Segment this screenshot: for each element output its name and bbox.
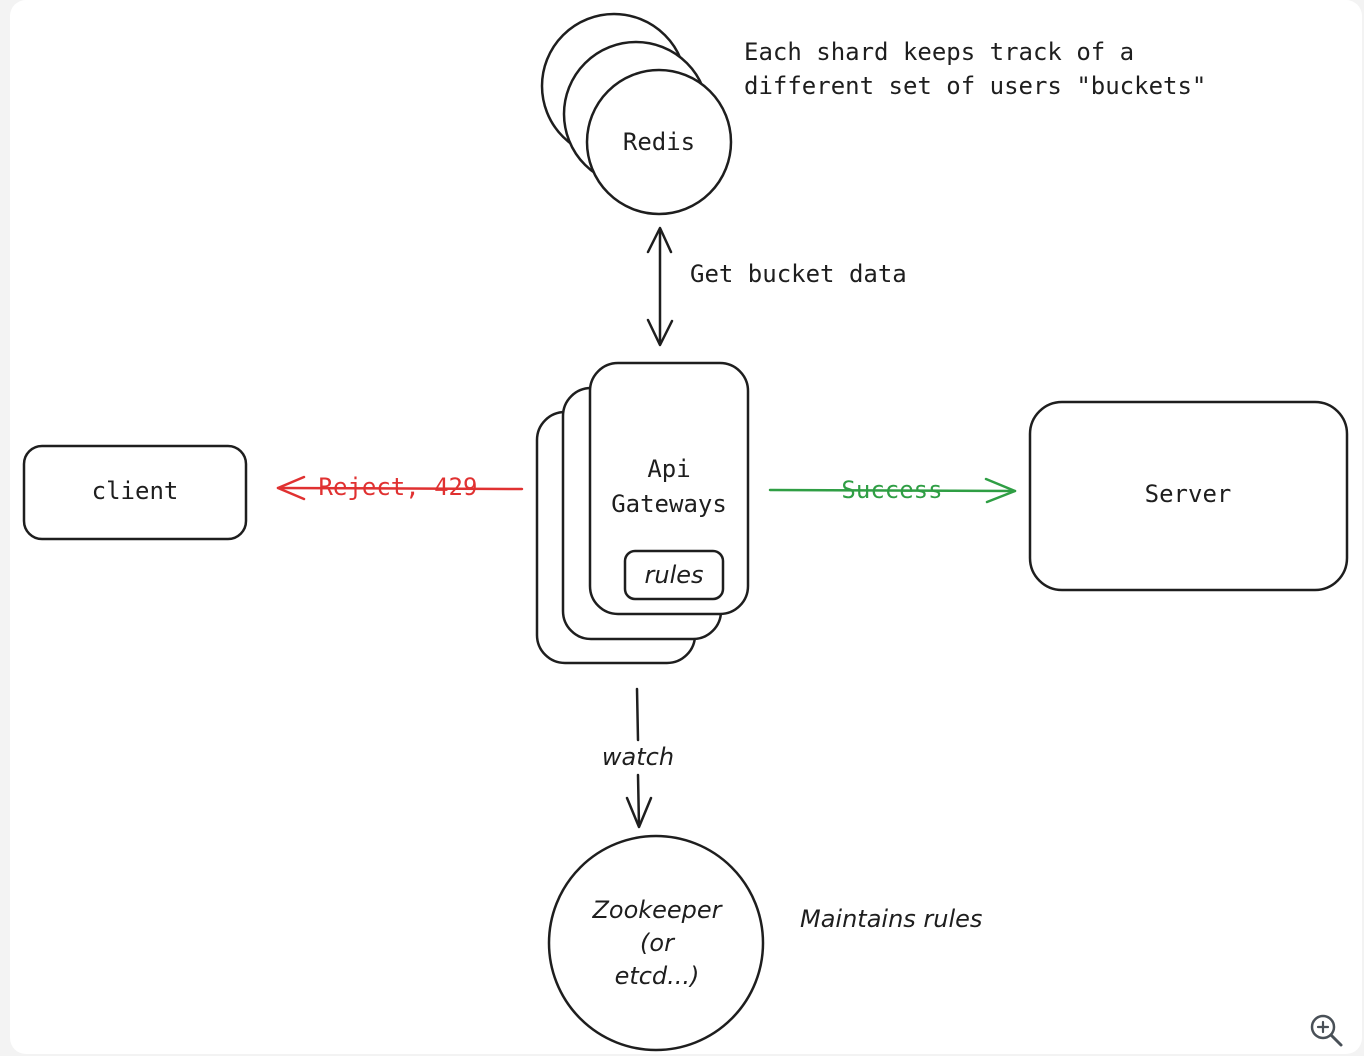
client-node[interactable]: client (22, 444, 248, 541)
server-box (1028, 400, 1349, 592)
zookeeper-node[interactable]: Zookeeper (or etcd...) (547, 834, 765, 1052)
zookeeper-label-line2: (or (640, 929, 676, 957)
zoom-in-icon (1310, 1014, 1343, 1047)
get-bucket-data-label: Get bucket data (690, 260, 907, 288)
rules-label: rules (644, 561, 703, 589)
redis-note-line1: Each shard keeps track of a (744, 38, 1134, 66)
success-line (768, 488, 1017, 493)
arrowhead-down (646, 318, 674, 347)
watch-line-top (635, 687, 640, 742)
gateway-label-line1: Api (647, 455, 690, 483)
server-node[interactable]: Server (1028, 400, 1349, 592)
success-label: Success (841, 476, 942, 504)
reject-arrowhead (276, 475, 306, 501)
redis-label: Redis (623, 128, 695, 156)
zookeeper-circle (547, 834, 765, 1052)
rules-box[interactable]: rules (623, 549, 725, 601)
watch-label: watch (602, 743, 674, 771)
client-label: client (92, 477, 179, 505)
zookeeper-note: Maintains rules (800, 905, 982, 933)
watch-arrow (625, 687, 653, 829)
zoom-in-button[interactable] (1306, 1010, 1346, 1050)
arrowhead-up (646, 226, 673, 254)
gateway-redis-arrow (646, 226, 674, 347)
server-label: Server (1145, 480, 1232, 508)
success-arrowhead (984, 477, 1017, 504)
reject-line (276, 486, 524, 491)
zookeeper-label-line1: Zookeeper (591, 896, 723, 924)
client-box (22, 444, 248, 541)
rules-box-frame (623, 549, 725, 601)
api-gateways-node[interactable]: Api Gateways rules (535, 361, 750, 665)
success-arrow (768, 477, 1017, 504)
gateway-label-line2: Gateways (611, 490, 727, 518)
watch-line-bottom (636, 773, 641, 828)
zookeeper-label-line3: etcd...) (615, 962, 700, 990)
redis-node[interactable]: Redis (540, 12, 733, 216)
watch-arrowhead (625, 796, 653, 829)
reject-arrow (276, 475, 524, 501)
reject-label: Reject, 429 (319, 473, 478, 501)
redis-shard-front (585, 68, 733, 216)
redis-note-line2: different set of users "buckets" (744, 72, 1206, 100)
